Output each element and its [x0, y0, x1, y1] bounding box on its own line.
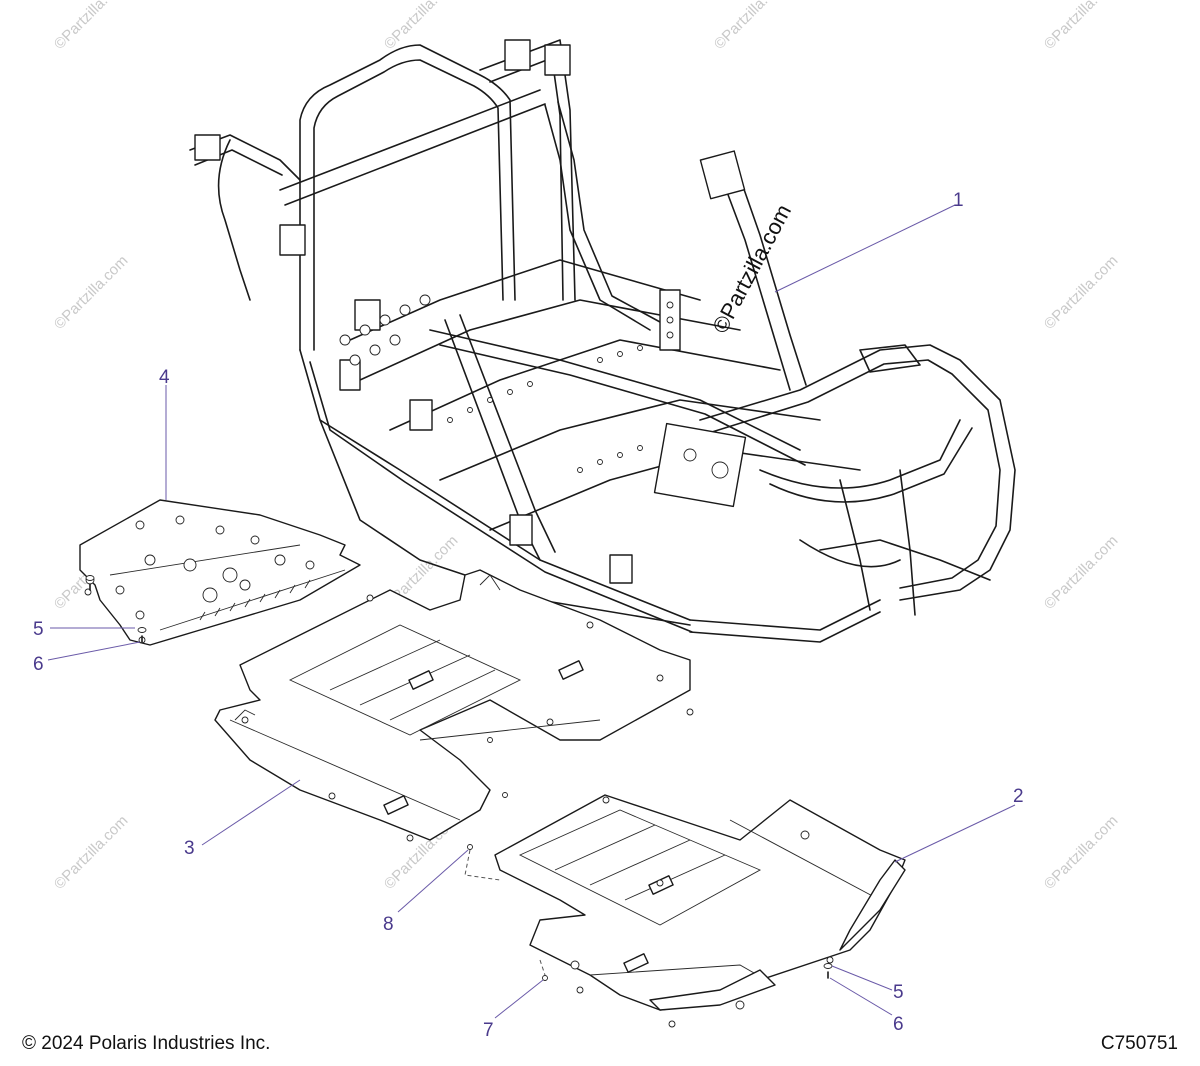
middle-skid-plate: [214, 569, 694, 842]
leader-1: [774, 204, 956, 293]
rear-skid-plate: [79, 499, 361, 646]
fasteners: [85, 575, 833, 981]
callout-5-right: 5: [893, 982, 904, 1003]
watermark: ©Partzilla.com: [1041, 532, 1122, 613]
watermark: ©Partzilla.com: [51, 0, 132, 53]
leader-8: [397, 849, 469, 913]
leader-5b: [831, 965, 893, 991]
callout-6-right: 6: [893, 1014, 904, 1035]
callout-6-left: 6: [33, 654, 44, 675]
watermark: ©Partzilla.com: [51, 252, 132, 333]
callout-7: 7: [483, 1020, 494, 1041]
watermark: ©Partzilla.com: [51, 812, 132, 893]
watermark: ©Partzilla.com: [711, 0, 792, 53]
leader-7: [494, 979, 544, 1019]
leader-2: [894, 804, 1016, 863]
brand-mark: ©Partzilla.com: [707, 200, 796, 337]
callout-3: 3: [184, 838, 195, 859]
frame-assembly: [189, 39, 1016, 643]
copyright-notice: © 2024 Polaris Industries Inc.: [22, 1033, 271, 1054]
callout-8: 8: [383, 914, 394, 935]
callouts: 1 2 3 4 5 6 5 6 7 8: [33, 190, 1024, 1041]
leader-6a: [47, 641, 141, 661]
callout-4: 4: [159, 367, 170, 388]
front-skid-plate: [494, 794, 906, 1028]
leader-6b: [829, 977, 893, 1016]
watermark: ©Partzilla.com: [1041, 252, 1122, 333]
callout-1: 1: [953, 190, 964, 211]
diagram-code: C750751: [1100, 1033, 1178, 1054]
watermark: ©Partzilla.com: [1041, 0, 1122, 53]
callout-5-left: 5: [33, 619, 44, 640]
leader-3: [201, 779, 301, 846]
watermark: ©Partzilla.com: [1041, 812, 1122, 893]
callout-2: 2: [1013, 786, 1024, 807]
